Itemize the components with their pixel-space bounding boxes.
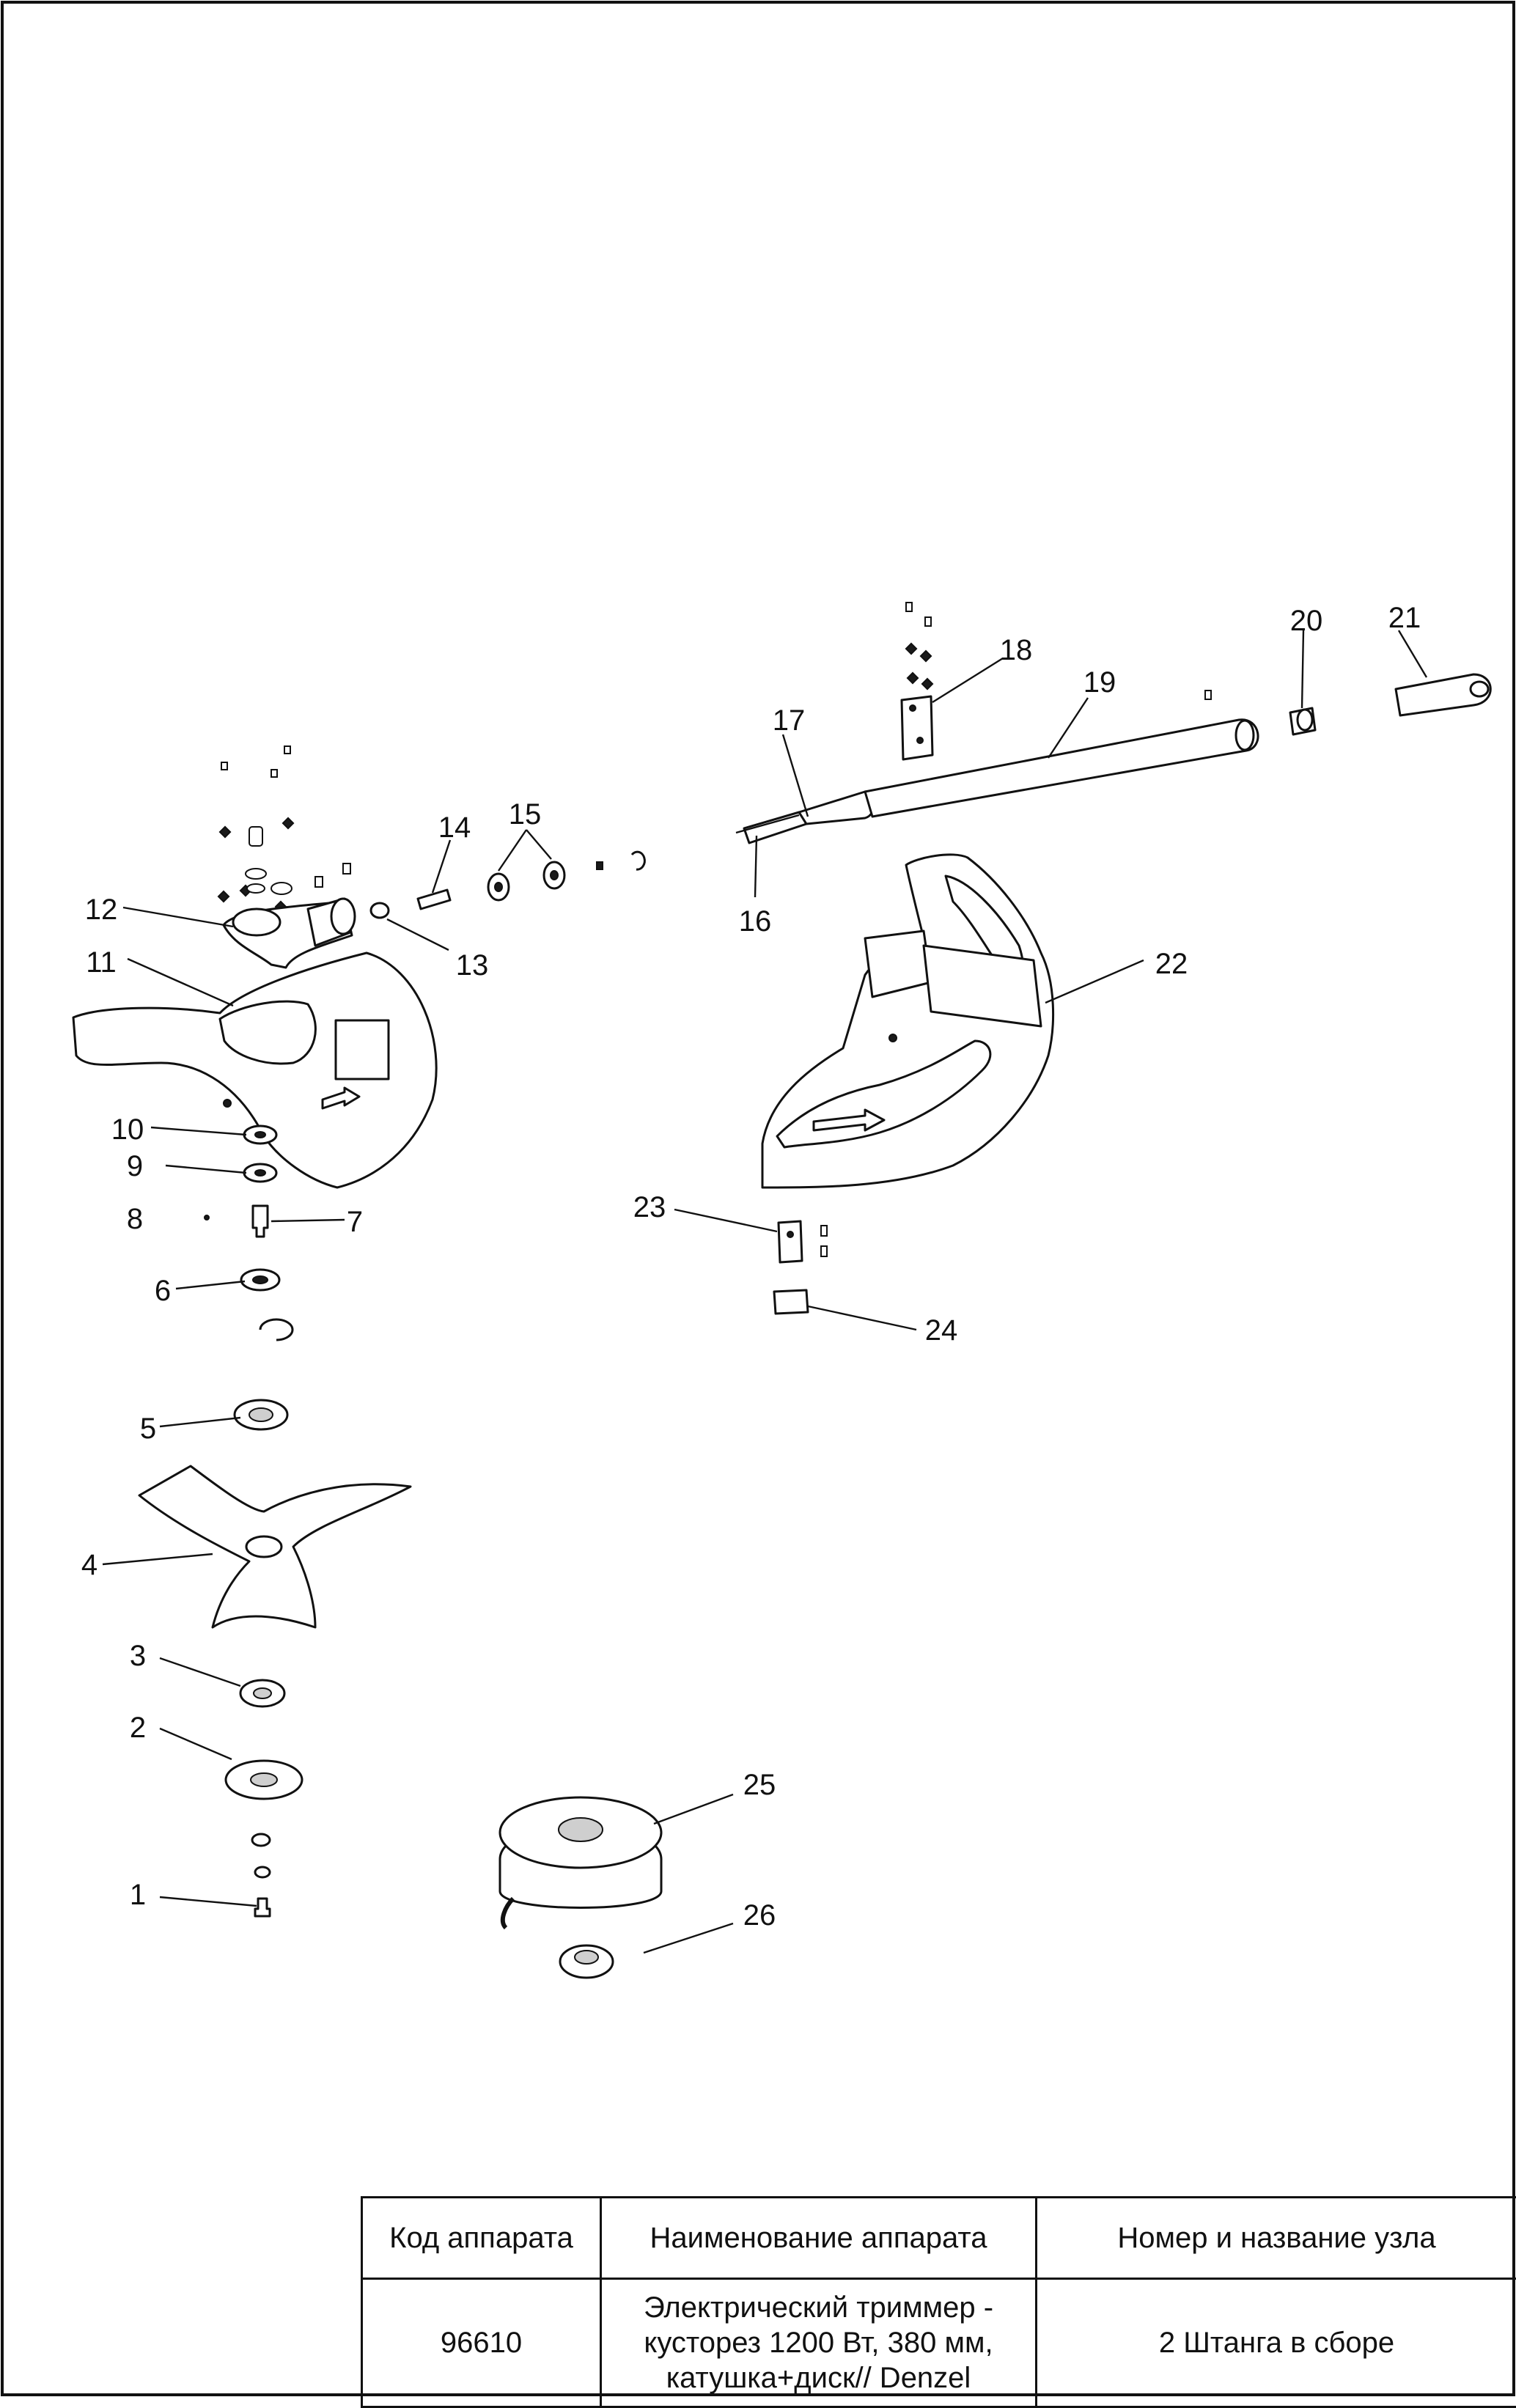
header-device-name: Наименование аппарата <box>601 2198 1037 2279</box>
cutting-blade <box>139 1466 411 1627</box>
callout-26: 26 <box>743 1899 776 1932</box>
cell-unit-name: 2 Штанга в сборе <box>1037 2279 1516 2407</box>
cell-device-name: Электрический триммер - кусторез 1200 Вт… <box>601 2279 1037 2407</box>
callout-25: 25 <box>743 1769 776 1801</box>
callout-5: 5 <box>140 1413 156 1445</box>
callout-20: 20 <box>1290 605 1323 637</box>
trimmer-head-parts <box>73 746 436 1916</box>
callout-23: 23 <box>633 1191 666 1223</box>
trimmer-spool <box>500 1797 661 1978</box>
callout-19: 19 <box>1083 666 1116 699</box>
cell-device-code: 96610 <box>362 2279 601 2407</box>
callout-8: 8 <box>127 1203 143 1235</box>
callout-4: 4 <box>81 1549 97 1581</box>
callout-13: 13 <box>456 949 489 982</box>
callout-11: 11 <box>86 946 117 979</box>
callout-24: 24 <box>925 1314 958 1347</box>
callout-21: 21 <box>1388 602 1421 634</box>
upper-guard <box>762 855 1053 1188</box>
gear-housing <box>224 899 355 968</box>
callout-1: 1 <box>130 1879 146 1911</box>
callout-3: 3 <box>130 1640 146 1672</box>
callout-18: 18 <box>1000 634 1033 666</box>
callout-12: 12 <box>85 894 118 926</box>
callout-9: 9 <box>127 1150 143 1182</box>
header-unit-name: Номер и название узла <box>1037 2198 1516 2279</box>
callout-15: 15 <box>509 798 542 831</box>
callout-7: 7 <box>347 1206 363 1238</box>
callout-2: 2 <box>130 1712 146 1744</box>
washers-and-spindle <box>205 1126 292 1429</box>
clamp-parts <box>774 1221 827 1314</box>
title-block-table: Код аппарата Наименование аппарата Номер… <box>361 2196 1516 2408</box>
callout-6: 6 <box>155 1275 171 1307</box>
callout-16: 16 <box>739 905 772 938</box>
lower-flanges <box>226 1680 302 1916</box>
header-device-code: Код аппарата <box>362 2198 601 2279</box>
callout-17: 17 <box>773 704 806 737</box>
table-header-row: Код аппарата Наименование аппарата Номер… <box>362 2198 1516 2279</box>
callout-10: 10 <box>111 1113 144 1146</box>
table-row: 96610 Электрический триммер - кусторез 1… <box>362 2279 1516 2407</box>
callout-labels: 1 2 3 4 5 6 7 8 9 10 11 12 13 14 15 16 1… <box>81 602 1421 1932</box>
callout-14: 14 <box>438 811 471 844</box>
callout-22: 22 <box>1155 948 1188 980</box>
